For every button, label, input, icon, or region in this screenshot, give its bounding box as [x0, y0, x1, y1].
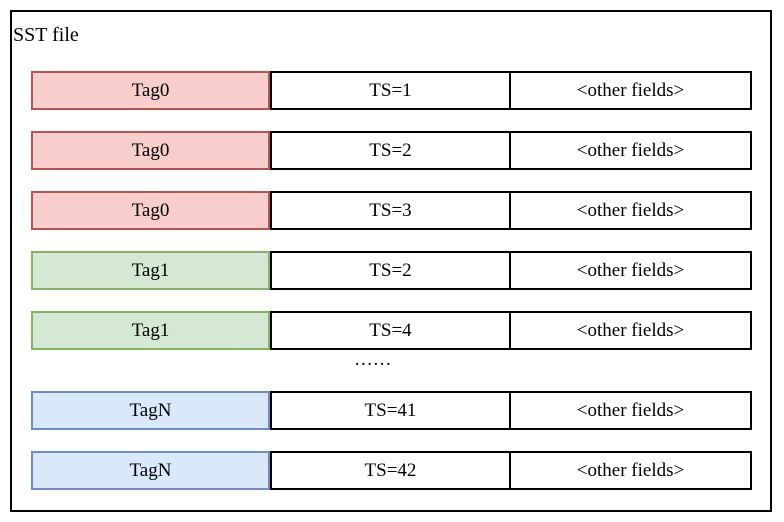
timestamp-cell: TS=3 [270, 191, 511, 230]
timestamp-cell: TS=4 [270, 311, 511, 350]
sst-record-row: Tag0 TS=1 <other fields> [31, 71, 752, 110]
timestamp-cell: TS=2 [270, 131, 511, 170]
other-fields-cell: <other fields> [509, 391, 752, 430]
other-fields-cell: <other fields> [509, 191, 752, 230]
record-rows: Tag0 TS=1 <other fields> Tag0 TS=2 <othe… [31, 71, 752, 511]
tag-cell: Tag0 [31, 71, 270, 110]
sst-file-box [10, 10, 772, 512]
tag-cell: TagN [31, 391, 270, 430]
timestamp-cell: TS=42 [270, 451, 511, 490]
other-fields-cell: <other fields> [509, 251, 752, 290]
sst-record-row: Tag0 TS=2 <other fields> [31, 131, 752, 170]
other-fields-cell: <other fields> [509, 71, 752, 110]
timestamp-cell: TS=2 [270, 251, 511, 290]
tag-cell: TagN [31, 451, 270, 490]
sst-record-row: TagN TS=41 <other fields> [31, 391, 752, 430]
other-fields-cell: <other fields> [509, 451, 752, 490]
ellipsis: ...... [354, 349, 393, 370]
timestamp-cell: TS=41 [270, 391, 511, 430]
sst-record-row: Tag0 TS=3 <other fields> [31, 191, 752, 230]
other-fields-cell: <other fields> [509, 311, 752, 350]
tag-cell: Tag0 [31, 191, 270, 230]
other-fields-cell: <other fields> [509, 131, 752, 170]
sst-record-row: Tag1 TS=4 <other fields> [31, 311, 752, 350]
timestamp-cell: TS=1 [270, 71, 511, 110]
tag-cell: Tag0 [31, 131, 270, 170]
tag-cell: Tag1 [31, 311, 270, 350]
sst-record-row: Tag1 TS=2 <other fields> [31, 251, 752, 290]
sst-record-row: TagN TS=42 <other fields> [31, 451, 752, 490]
sst-file-title: SST file [13, 24, 79, 46]
tag-cell: Tag1 [31, 251, 270, 290]
